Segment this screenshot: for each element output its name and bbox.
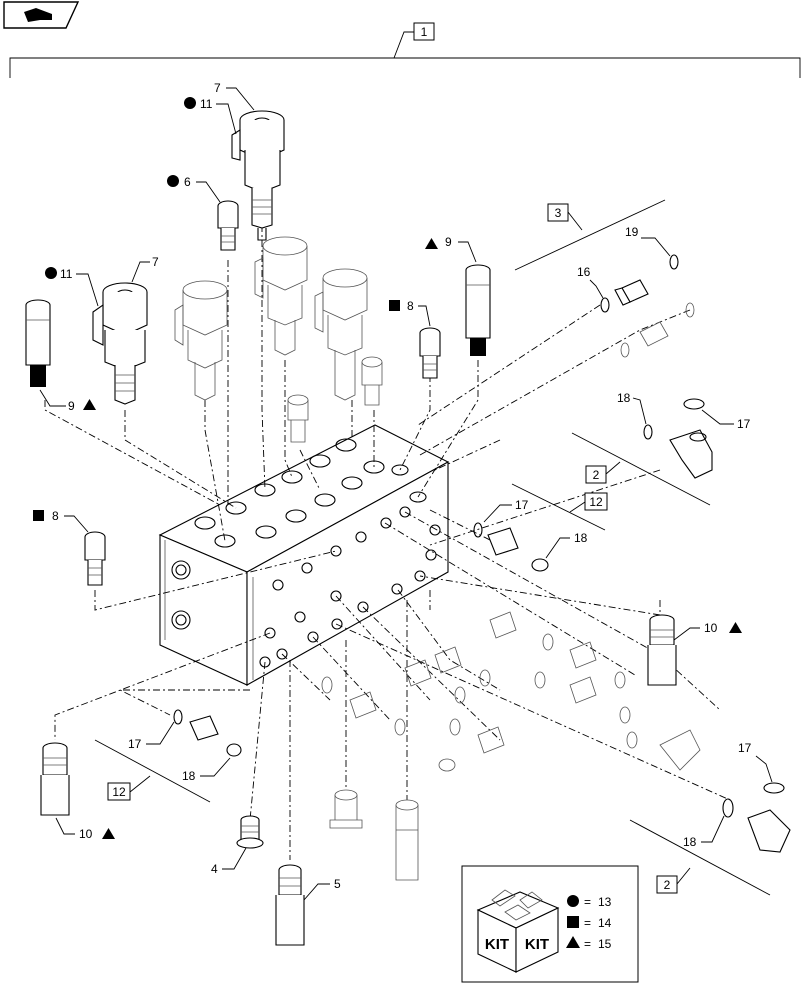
kit-label-left: KIT: [485, 936, 509, 953]
ghost-cartridges-bottom: [329, 789, 419, 881]
relief-valve-9-left: [25, 299, 51, 387]
solenoid-valve-7-top: [231, 110, 285, 241]
label-9: 9: [445, 235, 452, 249]
kit-legend-box: KIT KIT = 13 = 14 = 15: [461, 865, 639, 983]
solenoid-valve-ghost-3: [314, 268, 368, 401]
label-8: 8: [407, 299, 414, 313]
legend-value-13: 13: [598, 895, 612, 909]
svg-text:2: 2: [664, 878, 671, 892]
solenoid-valve-ghost-2: [254, 236, 308, 356]
elbow-fitting-2-top: [643, 398, 713, 479]
callout-12-right: 12: [511, 483, 608, 531]
label-5: 5: [334, 877, 341, 891]
plug-8-right: [419, 327, 441, 379]
svg-text:1: 1: [421, 25, 428, 39]
solenoid-valve-7-left: [92, 282, 148, 405]
cartridge-valve-10-right: [647, 614, 677, 686]
label-17: 17: [738, 741, 752, 755]
cartridge-5: [275, 864, 305, 946]
callout-3: 3: [514, 199, 666, 271]
label-7: 7: [214, 81, 221, 95]
triangle-symbol: [425, 238, 438, 249]
label-17: 17: [515, 498, 529, 512]
connector-12-right: [473, 522, 549, 572]
square-symbol: [33, 510, 44, 521]
label-18: 18: [182, 769, 196, 783]
valve-block: [158, 424, 450, 686]
triangle-symbol: [83, 399, 96, 410]
ghost-fittings: [321, 611, 701, 772]
circle-symbol: [45, 267, 57, 279]
legend-value-15: 15: [598, 937, 612, 951]
label-11: 11: [200, 97, 213, 111]
legend-eq: =: [584, 916, 591, 930]
cartridge-valve-10-left: [40, 742, 70, 816]
plug-8-left: [84, 531, 106, 586]
part-labels: 7 11 6 11 7 9 9 8 8 16 19 18 17 17 18 10…: [39, 81, 773, 901]
label-4: 4: [211, 862, 218, 876]
legend-triangle-icon: [566, 936, 580, 948]
circle-symbol: [184, 97, 196, 109]
plug-ghost-1: [287, 356, 383, 443]
label-10: 10: [704, 621, 718, 635]
triangle-symbol: [102, 828, 115, 839]
connector-12-left: [173, 709, 242, 757]
label-17: 17: [128, 737, 142, 751]
legend-circle-icon: [567, 895, 579, 907]
connector-3: [600, 254, 695, 358]
label-7: 7: [152, 255, 159, 269]
svg-text:3: 3: [555, 206, 562, 220]
legend-value-14: 14: [598, 916, 612, 930]
svg-text:2: 2: [593, 468, 600, 482]
label-19: 19: [625, 225, 639, 239]
label-10: 10: [79, 827, 93, 841]
label-17: 17: [737, 417, 751, 431]
arrow-tab-icon[interactable]: [3, 1, 80, 29]
triangle-symbol: [729, 622, 742, 633]
callout-12-left: 12: [94, 739, 211, 803]
svg-text:12: 12: [112, 785, 126, 799]
label-18: 18: [683, 835, 697, 849]
circle-symbol: [167, 175, 179, 187]
plug-6: [217, 200, 239, 251]
label-6: 6: [184, 175, 191, 189]
label-18: 18: [574, 531, 588, 545]
relief-valve-9-right: [465, 264, 491, 356]
legend-square-icon: [567, 916, 579, 928]
label-18: 18: [617, 391, 631, 405]
label-9: 9: [68, 399, 75, 413]
solenoid-valve-ghost-1: [174, 280, 228, 401]
elbow-fitting-2-bottom: [722, 782, 791, 853]
callout-2-top: 2: [571, 432, 711, 506]
callout-1: 1: [9, 22, 801, 78]
check-plug-4: [236, 815, 264, 849]
kit-label-right: KIT: [525, 936, 549, 953]
legend-eq: =: [584, 937, 591, 951]
label-16: 16: [577, 265, 591, 279]
svg-text:12: 12: [589, 495, 603, 509]
square-symbol: [389, 300, 400, 311]
label-11: 11: [60, 267, 73, 281]
kit-box-right: [515, 907, 559, 973]
label-8: 8: [52, 509, 59, 523]
callout-2-bottom: 2: [629, 819, 771, 896]
legend-eq: =: [584, 895, 591, 909]
